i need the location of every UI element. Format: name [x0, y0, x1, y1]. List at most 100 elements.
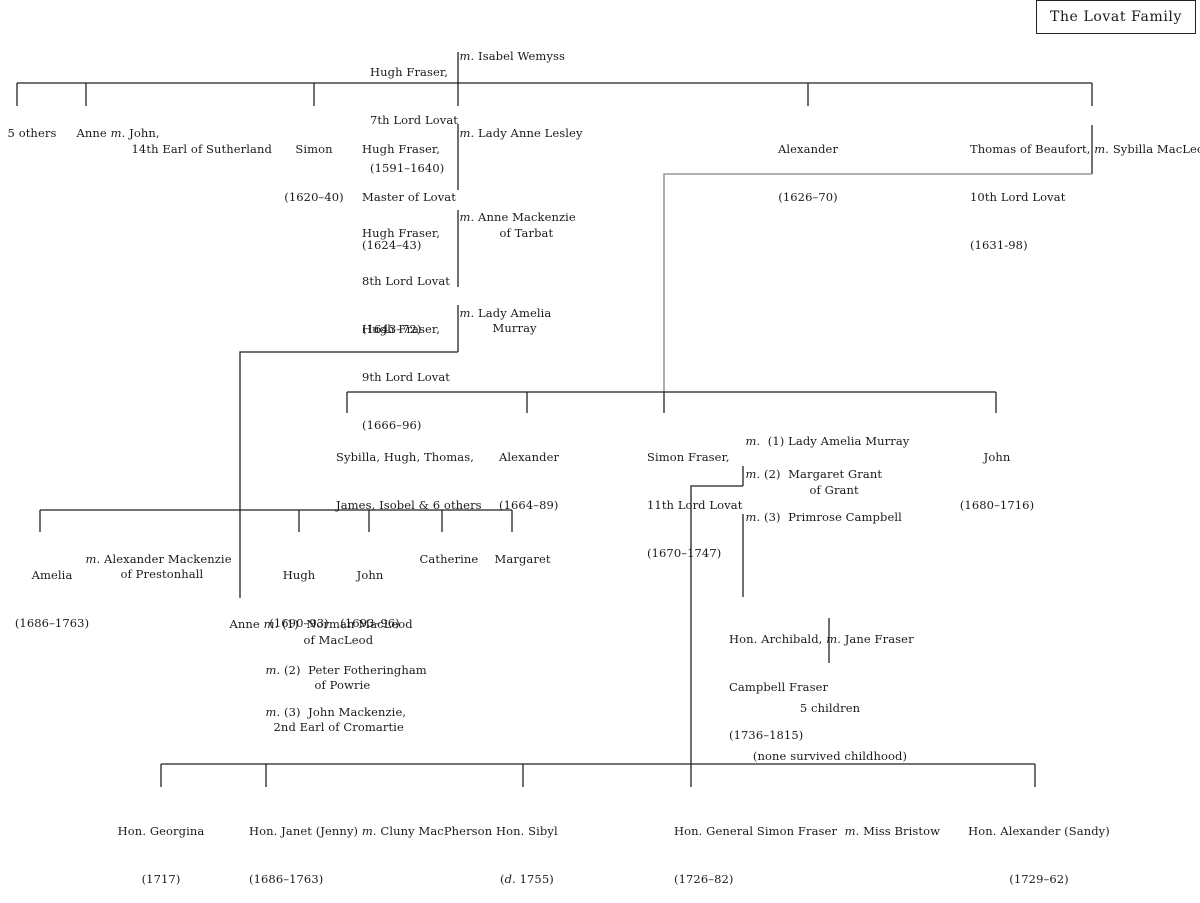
spouse-isabel-wemyss: m. Isabel Wemyss	[452, 32, 565, 64]
person-amelia: Amelia (1686–1763)	[12, 535, 92, 647]
connector	[690, 485, 743, 764]
person-title: 7th Lord Lovat	[370, 113, 459, 127]
person-dates: (1680–1716)	[959, 498, 1035, 512]
spouse-title: 14th Earl of Sutherland	[131, 142, 272, 156]
person-alexander-1626: Alexander (1626–70)	[772, 109, 844, 221]
person-name: Hon. Sibyl	[496, 824, 558, 838]
spouse-name: John,	[129, 126, 160, 140]
person-hugh-fraser-9th-lord: Hugh Fraser, 9th Lord Lovat (1666–96)	[362, 289, 450, 449]
marriage-marker: m.	[265, 705, 281, 719]
spouse-surname-text: Murray	[492, 321, 537, 335]
marriage-marker: m.	[745, 434, 761, 448]
spouse-origin: of Tarbat	[492, 209, 554, 241]
marriage-3-john-mackenzie: m. (3) John Mackenzie,	[258, 688, 406, 720]
spouse-name: Lady Amelia	[478, 306, 552, 320]
marriage-marker: m.	[745, 467, 761, 481]
person-dates: (1664–89)	[499, 498, 559, 512]
spouse-name: Peter Fotheringham	[308, 663, 427, 677]
group-note: (none survived childhood)	[752, 749, 908, 763]
marriage-3-primrose-campbell: m. (3) Primrose Campbell	[738, 493, 902, 525]
group-line: James, Isobel & 6 others	[336, 498, 482, 512]
spouse-lady-amelia-murray: m. Lady Amelia	[452, 289, 552, 321]
person-dates: (1729–62)	[1009, 872, 1069, 886]
person-name: Catherine	[419, 552, 479, 566]
person-dates: (1631-98)	[970, 238, 1028, 252]
person-dates: (1693–96)	[340, 616, 400, 630]
connector	[239, 351, 458, 598]
group-line: Sybilla, Hugh, Thomas,	[336, 450, 474, 464]
spouse-alexander-mackenzie: m. Alexander Mackenzie	[78, 535, 232, 567]
person-name: Anne	[76, 126, 107, 140]
person-name: 5 others	[7, 126, 57, 140]
marriage-number: (3)	[284, 705, 301, 719]
person-dates: (1726–82)	[674, 872, 734, 886]
spouse-origin: of Grant	[802, 466, 859, 498]
person-name: Simon Fraser,	[647, 450, 730, 464]
person-margaret: Margaret	[487, 535, 551, 567]
marriage-marker: m.	[459, 49, 475, 63]
person-hugh-fraser-8th-lord: Hugh Fraser, 8th Lord Lovat (1643–72)	[362, 193, 450, 353]
person-five-others: 5 others	[0, 109, 57, 141]
person-dates: (1624–43)	[362, 238, 422, 252]
person-name: Hugh Fraser,	[370, 65, 448, 79]
marriage-2-margaret-grant: m. (2) Margaret Grant	[738, 450, 882, 482]
spouse-name: Sybilla MacLeod	[1112, 142, 1200, 156]
person-title: 8th Lord Lovat	[362, 274, 451, 288]
spouse-origin-text: of Powrie	[314, 678, 371, 692]
person-name: Hon. Archibald,	[729, 632, 823, 646]
person-name: Hugh Fraser,	[362, 226, 440, 240]
person-name: Alexander	[499, 450, 560, 464]
spouse-name: Lady Amelia Murray	[788, 434, 910, 448]
death-marker: d.	[504, 872, 516, 886]
spouse-origin: of MacLeod	[296, 616, 374, 648]
person-name: Simon	[295, 142, 333, 156]
spouse-name: Primrose Campbell	[788, 510, 902, 524]
person-hon-alexander-sandy: Hon. Alexander (Sandy) (1729–62)	[967, 791, 1111, 903]
person-dates: (1686–1763)	[14, 616, 90, 630]
person-name: Hugh Fraser,	[362, 322, 440, 336]
marriage-number: (2)	[764, 467, 781, 481]
marriage-marker: m.	[361, 824, 377, 838]
spouse-name: Anne Mackenzie	[478, 210, 576, 224]
spouse-surname: Murray	[485, 304, 537, 336]
person-name: John	[983, 450, 1011, 464]
person-dates: (1626–70)	[778, 190, 838, 204]
person-name: Amelia	[31, 568, 73, 582]
spouse-name: John Mackenzie,	[308, 705, 407, 719]
spouse-name: Norman MacLeod	[306, 617, 413, 631]
person-anne-sutherland: Anne m. John,	[69, 109, 160, 141]
person-name: Hon. Janet (Jenny)	[249, 824, 359, 838]
marriage-marker: m.	[265, 663, 281, 677]
spouse-name: Cluny MacPherson	[380, 824, 493, 838]
person-hon-archibald: Hon. Archibald, m. Jane Fraser Campbell …	[729, 599, 914, 759]
spouse-title-text: 2nd Earl of Cromartie	[273, 720, 404, 734]
spouse-name: Alexander Mackenzie	[104, 552, 232, 566]
person-group-five-children: 5 children (none survived childhood)	[750, 668, 910, 780]
spouse-name: Isabel Wemyss	[478, 49, 566, 63]
person-simon-fraser-11th-lord: Simon Fraser, 11th Lord Lovat (1670–1747…	[647, 417, 742, 577]
person-hugh-fraser-7th-lord: Hugh Fraser, 7th Lord Lovat (1591–1640)	[370, 32, 458, 192]
death-year: 1755)	[519, 872, 554, 886]
person-name: Hon. Alexander (Sandy)	[968, 824, 1110, 838]
person-title: Master of Lovat	[362, 190, 456, 204]
person-name: Margaret	[494, 552, 551, 566]
marriage-1-lady-amelia-murray: m. (1) Lady Amelia Murray	[738, 417, 910, 449]
spouse-origin: of Powrie	[307, 661, 371, 693]
person-title: 10th Lord Lovat	[970, 190, 1066, 204]
marriage-marker: m.	[263, 617, 279, 631]
person-dates: (1643–72)	[362, 322, 422, 336]
person-name: Hugh Fraser,	[362, 142, 440, 156]
person-hon-sibyl: Hon. Sibyl (d. 1755)	[496, 791, 558, 903]
group-line: 5 children	[799, 701, 861, 715]
marriage-marker: m.	[110, 126, 126, 140]
marriage-marker: m.	[459, 126, 475, 140]
spouse-origin-text: of MacLeod	[303, 633, 374, 647]
person-dates: (1591–1640)	[370, 161, 445, 175]
person-dates: (1670–1747)	[647, 546, 722, 560]
marriage-marker: m.	[826, 632, 841, 646]
marriage-marker: m.	[844, 824, 860, 838]
person-name-line2: Campbell Fraser	[729, 680, 829, 694]
marriage-number: (2)	[284, 663, 301, 677]
spouse-origin-text: of Grant	[809, 483, 859, 497]
spouse-lady-anne-lesley: m. Lady Anne Lesley	[452, 109, 583, 141]
